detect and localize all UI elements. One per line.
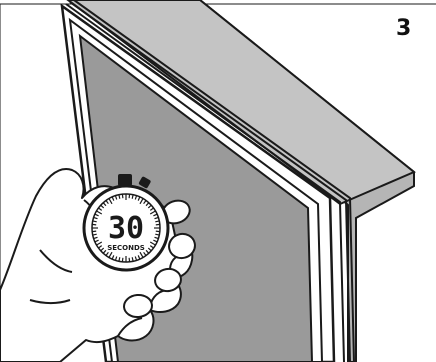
step-number: 3 xyxy=(396,14,426,44)
stopwatch-tick xyxy=(156,231,160,232)
stopwatch-crown xyxy=(118,174,132,186)
stopwatch-tick xyxy=(129,258,130,262)
stopwatch-tick xyxy=(92,224,96,225)
stopwatch-tick xyxy=(122,194,123,198)
stopwatch-tick xyxy=(92,231,96,232)
stopwatch-tick xyxy=(156,224,160,225)
stopwatch-tick xyxy=(129,194,130,198)
stopwatch-tick xyxy=(122,258,123,262)
stopwatch-unit-label: SECONDS xyxy=(107,244,145,252)
stopwatch-display: 30 xyxy=(108,211,144,246)
